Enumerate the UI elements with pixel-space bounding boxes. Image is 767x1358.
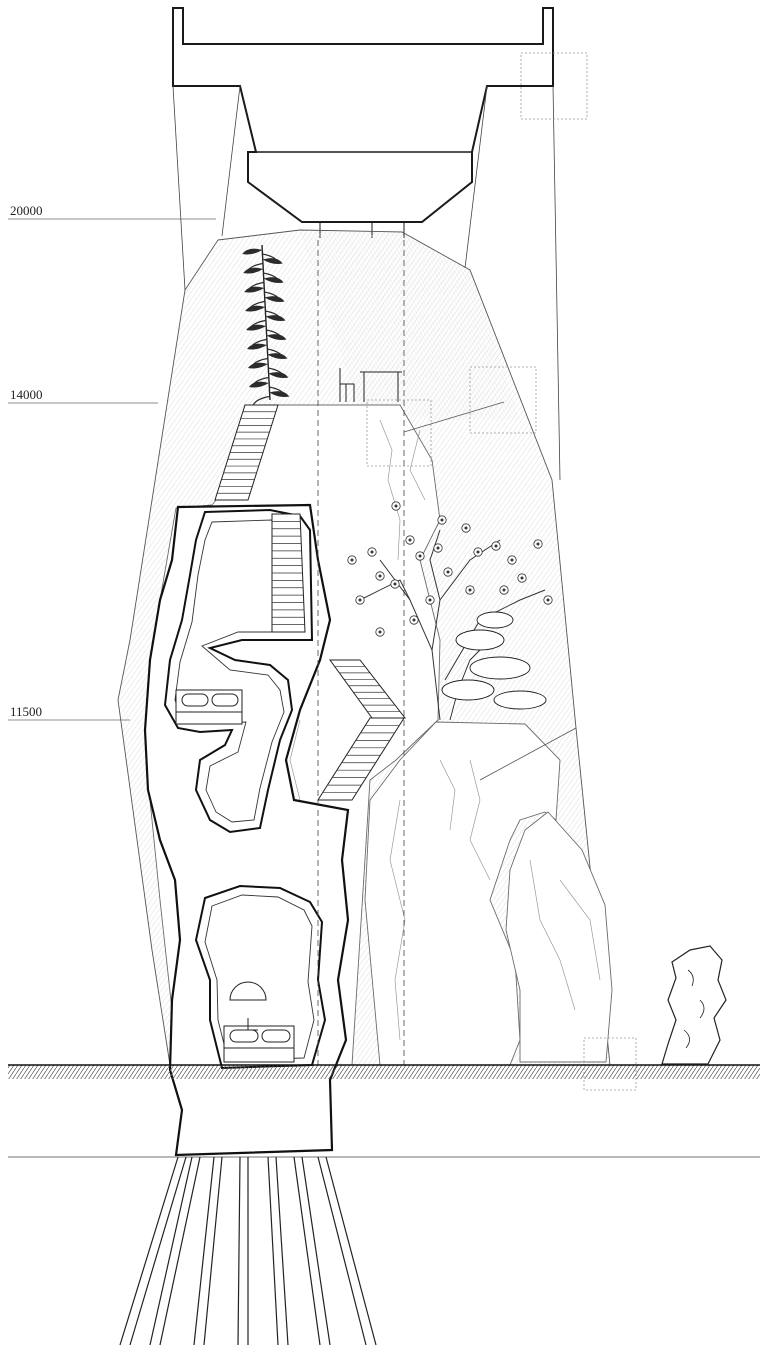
plum-blossom-center [436,546,440,550]
bed-icon [175,689,243,725]
plum-blossom-center [358,598,362,602]
plum-blossom-center [494,544,498,548]
plum-blossom-center [394,504,398,508]
plum-blossom-center [546,598,550,602]
bamboo-leaf [267,353,288,359]
bamboo-leaf [265,315,286,321]
foundation-piles [119,1156,377,1346]
plum-blossom-center [520,576,524,580]
level-label-11500: 11500 [10,704,42,719]
stairs [214,404,407,801]
plum-blossom-center [476,550,480,554]
plum-blossom-center [536,542,540,546]
plum-blossom-center [393,582,397,586]
bamboo-leaf [263,277,284,283]
bamboo-leaf [246,324,267,331]
plum-blossom-center [378,630,382,634]
bamboo-leaf [266,334,287,340]
plum-blossom-center [378,574,382,578]
plum-blossom-center [502,588,506,592]
bamboo-plant-icon [242,244,290,405]
bamboo-leaf [247,362,268,369]
plum-blossom-center [428,598,432,602]
bamboo-leaf [243,267,264,274]
guide-lines [317,240,405,1065]
plum-blossom-center [446,570,450,574]
plum-blossom-center [350,558,354,562]
lower-cavity [194,884,327,1070]
plum-blossom-center [370,550,374,554]
level-label-14000: 14000 [10,387,43,402]
upper-structure [172,7,554,238]
bamboo-leaf [268,372,289,378]
plum-blossom-center [418,554,422,558]
bamboo-leaf [264,296,285,302]
table-icon [360,371,402,402]
level-markers: 20000 14000 11500 [8,203,216,721]
plum-blossom-center [408,538,412,542]
pine-bonsai-icon [441,611,547,721]
bamboo-leaf [248,381,269,388]
bamboo-leaf [252,395,270,405]
plum-blossom-center [464,526,468,530]
bamboo-leaf [262,258,283,264]
bamboo-leaf [269,391,290,397]
plum-blossom-center [440,518,444,522]
plum-blossom-center [510,558,514,562]
scholar-rock-icon [661,945,727,1065]
bamboo-leaf [242,248,263,255]
bed-icon [223,1025,295,1063]
ground-plane [8,1064,760,1158]
chair-icon [339,368,355,402]
plum-blossom-center [468,588,472,592]
hanging-chair-icon [229,981,267,1031]
envelope-lines [172,85,561,481]
level-label-20000: 20000 [10,203,43,218]
plum-tree-icon [347,501,553,721]
plum-blossom-center [412,618,416,622]
bamboo-leaf [247,343,267,350]
bamboo-leaf [245,305,266,312]
callout-boxes [366,52,637,1091]
bamboo-leaf [244,286,265,293]
